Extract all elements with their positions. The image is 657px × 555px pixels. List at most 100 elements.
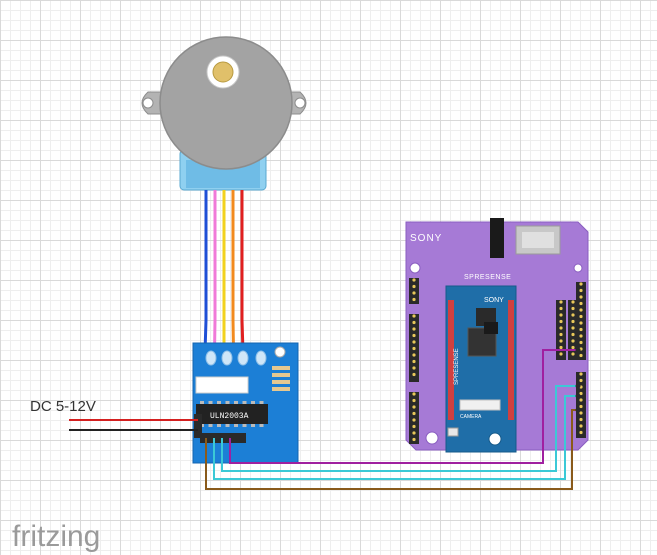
main-module-brand: SONY xyxy=(484,297,504,304)
header-pin xyxy=(579,417,583,422)
chip-pin xyxy=(259,424,264,427)
header-pin xyxy=(559,352,563,356)
header-pin-dots xyxy=(412,278,583,442)
header-pin xyxy=(559,332,563,337)
header-pin xyxy=(412,359,416,364)
chip-pin xyxy=(225,424,230,427)
header-pin xyxy=(412,340,416,344)
header-pin xyxy=(579,353,583,358)
right-header-a xyxy=(556,300,566,360)
header-pin xyxy=(559,345,563,350)
extension-board-name: SPRESENSE xyxy=(464,274,511,281)
header-pin xyxy=(412,424,416,429)
reset-button xyxy=(447,427,459,437)
main-module-name: SPRESENSE xyxy=(454,348,460,385)
chip-pin xyxy=(217,401,221,404)
driver-led-d xyxy=(255,350,267,366)
header-pin xyxy=(579,321,583,325)
header-pin xyxy=(579,424,583,428)
camera-label: CAMERA xyxy=(460,414,482,420)
header-pin xyxy=(412,284,416,289)
wire-in3 xyxy=(213,395,578,480)
header-pin xyxy=(412,431,416,435)
header-pin xyxy=(571,352,575,356)
header-pin xyxy=(579,282,583,286)
driver-power-led xyxy=(274,346,286,358)
chip-pin xyxy=(208,424,213,427)
header-pin xyxy=(571,300,575,304)
header-pin xyxy=(579,295,583,299)
main-module-small-chip xyxy=(484,322,498,334)
camera-connector xyxy=(459,399,501,411)
header-pin xyxy=(412,278,416,282)
fritzing-logo: fritzing xyxy=(12,520,100,553)
header-pin xyxy=(579,404,583,409)
chip-pin xyxy=(251,401,255,404)
chip-pin xyxy=(225,401,230,404)
header-pin xyxy=(579,378,583,383)
chip-pin xyxy=(242,424,247,427)
usb-connector-inner xyxy=(522,232,554,248)
header-pin xyxy=(559,313,563,317)
header-pin xyxy=(559,326,563,330)
header-pin xyxy=(559,300,563,304)
header-pin xyxy=(412,405,416,409)
header-pin xyxy=(571,345,575,350)
header-pin xyxy=(579,327,583,332)
right-header-c xyxy=(576,282,586,360)
header-pin xyxy=(579,334,583,338)
header-pin xyxy=(412,437,416,442)
header-pin xyxy=(412,297,416,302)
board-hole-bl xyxy=(425,431,439,445)
header-pin xyxy=(571,319,575,324)
chip-pin xyxy=(259,401,264,404)
header-pin xyxy=(412,372,416,377)
driver-motor-connector xyxy=(195,376,249,394)
header-pin xyxy=(579,430,583,435)
chip-pin xyxy=(200,401,204,404)
header-pin xyxy=(571,332,575,337)
header-pin xyxy=(559,339,563,343)
header-pin xyxy=(571,326,575,330)
header-pin xyxy=(579,398,583,402)
header-pin xyxy=(579,391,583,396)
header-pin xyxy=(559,306,563,311)
header-pin xyxy=(412,320,416,325)
driver-led-b xyxy=(221,350,233,366)
motor-shaft xyxy=(212,61,234,83)
wire-in1 xyxy=(229,349,578,464)
main-module-header-left xyxy=(448,300,454,420)
power-label: DC 5-12V xyxy=(30,398,96,415)
board-hole-tl xyxy=(409,262,421,274)
driver-led-a xyxy=(205,350,217,366)
header-pin xyxy=(412,398,416,403)
board-hole-tr xyxy=(573,263,583,273)
driver-chip xyxy=(196,404,268,424)
extension-board-brand: SONY xyxy=(410,233,442,244)
driver-power-header xyxy=(194,414,202,438)
stepper-motor xyxy=(141,36,307,191)
chip-pin xyxy=(208,401,213,404)
header-pin xyxy=(571,313,575,317)
header-pin xyxy=(412,418,416,422)
header-pin xyxy=(559,319,563,324)
header-pin xyxy=(412,291,416,295)
header-pin xyxy=(579,308,583,312)
chip-pin xyxy=(251,424,255,427)
driver-resistors xyxy=(272,366,290,391)
header-pin xyxy=(412,353,416,357)
driver-chip-label: ULN2003A xyxy=(210,412,249,421)
header-pin xyxy=(571,306,575,311)
header-pin xyxy=(412,346,416,351)
header-pin xyxy=(579,372,583,376)
driver-led-c xyxy=(237,350,249,366)
power-wires xyxy=(69,419,198,431)
header-pin xyxy=(579,314,583,319)
main-module-chip xyxy=(476,308,496,326)
module-mount-hole xyxy=(488,432,502,446)
spresense-main-module: SONY SPRESENSE CAMERA xyxy=(445,285,517,453)
chip-pin xyxy=(234,424,238,427)
header-pin xyxy=(412,333,416,338)
header-pin xyxy=(579,411,583,415)
header-pin xyxy=(412,366,416,370)
